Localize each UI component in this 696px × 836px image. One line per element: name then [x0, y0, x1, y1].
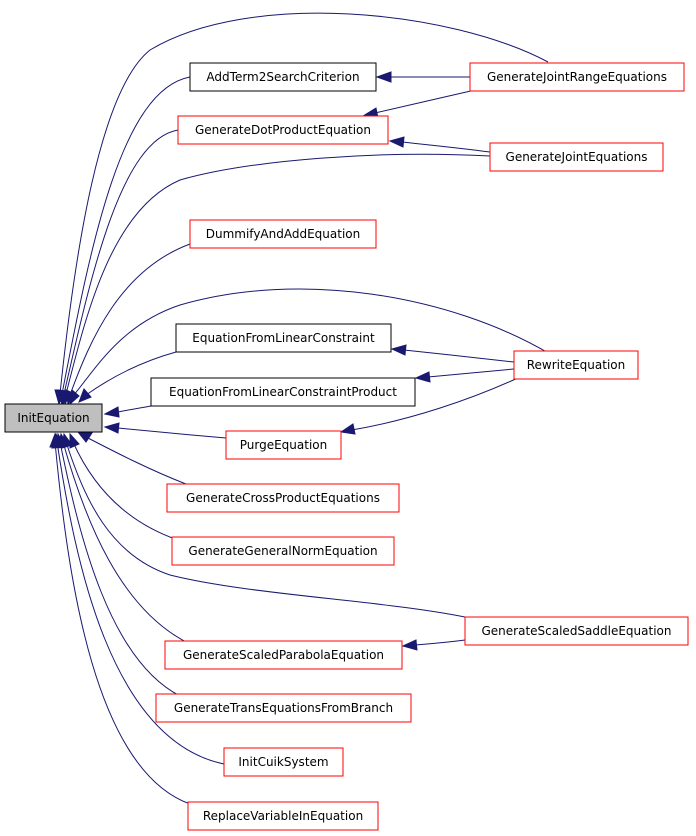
node-label: GenerateScaledParabolaEquation — [183, 648, 384, 662]
node-label: GenerateJointEquations — [506, 150, 648, 164]
node-label: DummifyAndAddEquation — [206, 227, 360, 241]
node-generate-joint-range-equations[interactable]: GenerateJointRangeEquations — [469, 62, 685, 92]
edge-joint-range-to-dot-product — [361, 89, 476, 119]
edge-eq-linear-to-init — [78, 351, 177, 403]
node-replace-variable-in-equation[interactable]: ReplaceVariableInEquation — [187, 801, 379, 831]
node-init-cuik-system[interactable]: InitCuikSystem — [223, 747, 344, 777]
node-label: EquationFromLinearConstraint — [192, 331, 375, 345]
node-generate-joint-equations[interactable]: GenerateJointEquations — [489, 142, 664, 172]
edge-scaled-parabola-to-init — [57, 432, 191, 645]
edge-general-norm-to-init — [69, 432, 179, 541]
node-generate-scaled-parabola-equation[interactable]: GenerateScaledParabolaEquation — [164, 640, 403, 670]
node-label: GenerateCrossProductEquations — [186, 491, 380, 505]
node-label: GenerateJointRangeEquations — [487, 70, 667, 84]
node-equation-from-linear-constraint-product[interactable]: EquationFromLinearConstraintProduct — [150, 377, 416, 407]
edge-joint-equations-to-dot-product — [388, 136, 491, 153]
node-generate-general-norm-equation[interactable]: GenerateGeneralNormEquation — [171, 536, 395, 566]
node-label: PurgeEquation — [240, 438, 328, 452]
edge-eq-linear-product-to-init — [103, 405, 152, 418]
node-label: EquationFromLinearConstraintProduct — [169, 385, 397, 399]
node-label: InitCuikSystem — [238, 755, 328, 769]
node-label: GenerateScaledSaddleEquation — [481, 624, 671, 638]
node-dummify-and-add-equation[interactable]: DummifyAndAddEquation — [189, 219, 377, 249]
edge-purge-to-init — [103, 422, 227, 439]
edge-joint-equations-to-init — [60, 153, 491, 406]
node-generate-cross-product-equations[interactable]: GenerateCrossProductEquations — [166, 483, 400, 513]
node-rewrite-equation[interactable]: RewriteEquation — [513, 350, 639, 380]
edge-rewrite-to-eq-linear — [390, 344, 515, 363]
node-purge-equation[interactable]: PurgeEquation — [225, 430, 342, 460]
node-label: GenerateDotProductEquation — [195, 123, 371, 137]
edge-rewrite-to-eq-linear-product — [414, 368, 515, 383]
edge-scaled-saddle-to-scaled-parabola — [401, 639, 466, 651]
node-equation-from-linear-constraint[interactable]: EquationFromLinearConstraint — [175, 323, 392, 353]
node-label: InitEquation — [17, 411, 89, 425]
node-label: GenerateGeneralNormEquation — [188, 544, 377, 558]
edge-rewrite-to-purge — [339, 376, 521, 435]
node-label: AddTerm2SearchCriterion — [206, 70, 359, 84]
node-init-equation[interactable]: InitEquation — [4, 403, 103, 433]
node-label: GenerateTransEquationsFromBranch — [174, 701, 393, 715]
node-add-term2-search-criterion[interactable]: AddTerm2SearchCriterion — [189, 62, 377, 92]
edge-rewrite-to-init — [69, 288, 551, 406]
edge-joint-range-to-add-term2 — [375, 71, 470, 83]
node-generate-scaled-saddle-equation[interactable]: GenerateScaledSaddleEquation — [464, 616, 689, 646]
edge-replace-variable-to-init — [49, 432, 191, 805]
edge-add-term2-to-init — [56, 76, 191, 406]
node-generate-trans-equations-from-branch[interactable]: GenerateTransEquationsFromBranch — [155, 693, 412, 723]
edge-dot-product-to-init — [58, 129, 179, 406]
edge-scaled-saddle-to-init — [61, 432, 466, 618]
node-label: ReplaceVariableInEquation — [203, 809, 363, 823]
node-label: RewriteEquation — [527, 358, 626, 372]
edge-cross-product-to-init — [76, 431, 187, 485]
node-generate-dot-product-equation[interactable]: GenerateDotProductEquation — [177, 115, 389, 145]
